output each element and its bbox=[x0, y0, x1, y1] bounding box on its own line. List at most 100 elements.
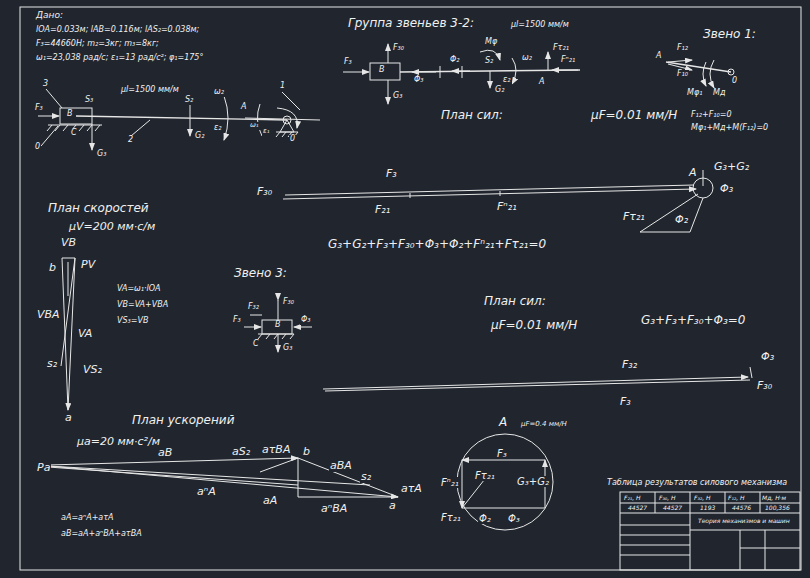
label-text: G₃ bbox=[282, 344, 293, 353]
label-text: lОА=0.033м; lАВ=0.116м; lАS₂=0.038м; bbox=[35, 26, 200, 35]
label-text: F₁₂+F₁₀=0 bbox=[690, 111, 733, 120]
label-text: aB bbox=[157, 447, 173, 459]
label-text: A bbox=[538, 78, 545, 87]
velocity-plan bbox=[61, 258, 75, 410]
label-text: Φ₃ bbox=[413, 76, 425, 85]
label-text: G₂ bbox=[494, 86, 505, 95]
label-text: В bbox=[66, 110, 74, 119]
label-text: С bbox=[252, 340, 260, 349]
label-text: 3 bbox=[42, 80, 49, 89]
label-text: Группа звеньев 3-2: bbox=[347, 17, 475, 30]
label-text: F₃₀, Н bbox=[658, 495, 677, 502]
label-text: A bbox=[240, 103, 247, 112]
label-text: 44576 bbox=[731, 505, 752, 512]
label-text: ε₂ bbox=[213, 124, 223, 133]
label-text: G₃+G₂+F₃+F₃₀+Φ₃+Φ₂+Fⁿ₂₁+Fτ₂₁=0 bbox=[327, 238, 547, 251]
label-text: 2 bbox=[127, 136, 134, 145]
label-text: VBA bbox=[36, 309, 61, 321]
label-text: aS₂ bbox=[231, 446, 251, 458]
label-text: 100,356 bbox=[764, 505, 791, 512]
label-text: F₃₀ bbox=[392, 44, 405, 53]
label-text: Теория механизмов и машин bbox=[697, 518, 791, 525]
title-block bbox=[620, 492, 800, 570]
label-text: μa=20 мм·с²/м bbox=[76, 436, 161, 448]
force-plan-2 bbox=[323, 367, 752, 391]
label-text: ω₁ bbox=[249, 122, 260, 130]
label-text: Φ₂ bbox=[478, 513, 492, 524]
label-text: F₃=44660Н; m₂=3кг; m₃=8кг; bbox=[35, 40, 160, 49]
label-text: План ускорений bbox=[131, 414, 235, 427]
force-plan-1 bbox=[283, 170, 713, 232]
label-text: aτA bbox=[400, 483, 423, 495]
label-text: Φ₂ bbox=[449, 56, 461, 65]
label-text: Φ₃ bbox=[719, 183, 734, 195]
label-text: aBA bbox=[329, 460, 353, 472]
label-text: F₃₂ bbox=[621, 359, 638, 371]
label-text: μF=0.4 мм/Н bbox=[520, 421, 568, 429]
label-text: F₁₀ bbox=[676, 70, 689, 79]
label-text: 0 bbox=[731, 77, 738, 86]
label-text: ε₁ bbox=[262, 128, 271, 136]
label-text: S₃ bbox=[84, 96, 94, 105]
label-text: В bbox=[378, 66, 386, 75]
label-text: F₁₂, Н bbox=[727, 495, 746, 502]
label-text: VB=VA+VBA bbox=[116, 301, 169, 310]
label-text: В bbox=[274, 321, 282, 330]
label-text: F₃ bbox=[34, 104, 44, 113]
label-text: F₃₀ bbox=[282, 298, 295, 307]
label-text: μV=200 мм·с/м bbox=[68, 221, 156, 233]
label-text: F₂₁, Н bbox=[623, 495, 642, 502]
label-text: G₃ bbox=[96, 150, 107, 159]
label-text: Mφ bbox=[484, 38, 498, 47]
label-text: Звено 3: bbox=[233, 267, 288, 280]
label-text: Дано: bbox=[35, 11, 64, 21]
label-text: Pa bbox=[36, 462, 51, 474]
label-text: aτBA bbox=[261, 444, 291, 456]
label-text: Fⁿ₂₁ bbox=[496, 201, 518, 213]
label-text: План скоростей bbox=[47, 202, 150, 215]
label-text: μl=1500 мм/м bbox=[120, 86, 180, 95]
label-text: A bbox=[688, 167, 698, 179]
label-text: ω₂ bbox=[521, 54, 533, 63]
label-text: ε₂ bbox=[502, 76, 512, 85]
label-text: S₂ bbox=[184, 96, 194, 105]
label-text: Φ₃ bbox=[760, 351, 775, 363]
label-text: С bbox=[70, 129, 78, 138]
label-text: Fτ₂₁ bbox=[440, 512, 462, 523]
label-text: F₃ bbox=[343, 58, 353, 67]
label-text: G₂ bbox=[194, 132, 205, 141]
label-text: VA bbox=[77, 328, 93, 340]
label-text: F₃ bbox=[385, 168, 398, 180]
label-text: 1 bbox=[279, 82, 286, 91]
label-text: Φ₃ bbox=[300, 316, 312, 325]
label-text: F₃ bbox=[232, 316, 242, 325]
label-text: VA=ω₁·lОА bbox=[116, 285, 162, 294]
label-text: s₂ bbox=[360, 471, 372, 483]
label-text: μl=1500 мм/м bbox=[510, 21, 570, 30]
label-text: aⁿA bbox=[196, 486, 217, 498]
label-text: План сил: bbox=[440, 109, 504, 122]
label-text: aⁿBA bbox=[320, 503, 348, 515]
label-text: s₂ bbox=[46, 358, 58, 370]
label-text: Таблица результатов силового механизма bbox=[606, 479, 788, 488]
label-text: μF=0.01 мм/Н bbox=[490, 319, 578, 332]
label-text: 44527 bbox=[627, 505, 648, 512]
label-text: F₁₂ bbox=[676, 44, 689, 53]
group-3-2 bbox=[343, 44, 580, 104]
label-text: Mφ₁+Mд+M(F₁₂)=0 bbox=[690, 124, 769, 133]
label-text: 0 bbox=[289, 135, 296, 144]
label-text: S₂ bbox=[484, 57, 494, 66]
label-text: Fτ₂₁ bbox=[552, 44, 570, 53]
label-text: aA=aⁿA+aτA bbox=[60, 514, 115, 523]
label-text: b bbox=[48, 262, 57, 274]
label-text: 1193 bbox=[699, 505, 716, 512]
label-text: a bbox=[64, 412, 73, 424]
label-text: Φ₂ bbox=[674, 214, 689, 226]
label-text: ω₁=23,038 рад/с; ε₁=13 рад/с²; φ₁=175° bbox=[35, 54, 204, 63]
label-text: G₃+G₂ bbox=[713, 161, 750, 173]
label-text: a bbox=[388, 500, 397, 512]
label-text: VS₃=VB bbox=[116, 317, 149, 326]
label-text: aB=aA+aⁿBA+aτBA bbox=[60, 530, 143, 539]
label-text: F₃ bbox=[619, 396, 632, 408]
